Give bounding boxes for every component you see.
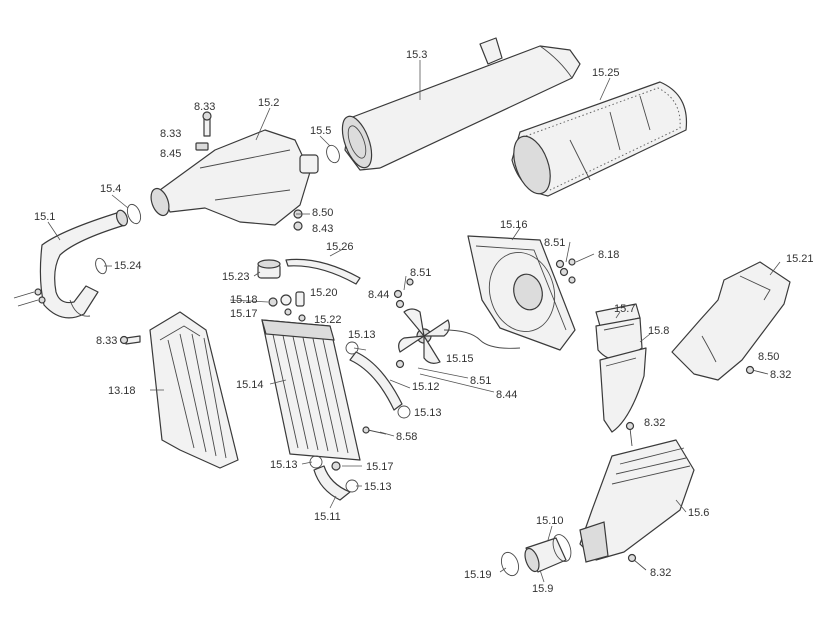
fitting-cluster — [268, 291, 306, 322]
gasket-15-24 — [95, 257, 107, 275]
bolts-fan-mount — [393, 258, 576, 369]
label-8-44-b: 8.44 — [496, 389, 517, 401]
label-15-4: 15.4 — [100, 183, 121, 195]
label-15-13-c: 15.13 — [270, 459, 298, 471]
label-15-13-b: 15.13 — [414, 407, 442, 419]
label-15-3: 15.3 — [406, 49, 427, 61]
label-8-33-c: 8.33 — [96, 335, 117, 347]
label-15-10: 15.10 — [536, 515, 564, 527]
bolt-8-33-grille — [119, 335, 141, 345]
label-8-45: 8.45 — [160, 148, 181, 160]
label-15-19: 15.19 — [464, 569, 492, 581]
label-8-58: 8.58 — [396, 431, 417, 443]
label-15-20: 15.20 — [310, 287, 338, 299]
radiator-grille-part — [149, 311, 239, 469]
label-15-1: 15.1 — [34, 211, 55, 223]
label-15-23: 15.23 — [222, 271, 250, 283]
label-15-26: 15.26 — [326, 241, 354, 253]
air-box-part — [579, 439, 695, 563]
fan-shroud-part — [467, 235, 576, 351]
label-8-32-b: 8.32 — [644, 417, 665, 429]
label-8-33-b: 8.33 — [160, 128, 181, 140]
clamp-15-19 — [500, 551, 520, 577]
hose-15-26 — [285, 258, 361, 285]
label-15-18: 15.18 — [230, 294, 258, 306]
gasket-15-5 — [326, 144, 340, 164]
label-15-17-a: 15.17 — [230, 308, 258, 320]
label-15-12: 15.12 — [412, 381, 440, 393]
screw-8-58 — [362, 426, 387, 435]
label-8-43: 8.43 — [312, 223, 333, 235]
label-8-33-a: 8.33 — [194, 101, 215, 113]
label-15-8: 15.8 — [648, 325, 669, 337]
label-15-13-a: 15.13 — [348, 329, 376, 341]
leader-lines — [47, 60, 781, 583]
label-15-2: 15.2 — [258, 97, 279, 109]
nut-8-45 — [195, 142, 209, 151]
label-15-16: 15.16 — [500, 219, 528, 231]
label-15-14: 15.14 — [236, 379, 264, 391]
label-15-21: 15.21 — [786, 253, 814, 265]
label-8-32-c: 8.32 — [650, 567, 671, 579]
label-8-44-a: 8.44 — [368, 289, 389, 301]
radiator-part — [261, 319, 361, 461]
part-labels: 15.3 15.25 15.2 8.33 8.33 8.45 15.5 15.4… — [34, 49, 814, 595]
clamp-15-13-b — [397, 405, 411, 419]
label-15-13-d: 15.13 — [364, 481, 392, 493]
heat-shield-part — [511, 81, 688, 197]
label-13-18: 13.18 — [108, 385, 136, 397]
label-15-9: 15.9 — [532, 583, 553, 595]
muffler-part — [341, 37, 581, 171]
intake-rubber-part — [524, 534, 572, 573]
label-15-25: 15.25 — [592, 67, 620, 79]
label-8-50-a: 8.50 — [312, 207, 333, 219]
label-15-22: 15.22 — [314, 314, 342, 326]
label-15-15: 15.15 — [446, 353, 474, 365]
label-15-17-b: 15.17 — [366, 461, 394, 473]
label-15-5: 15.5 — [310, 125, 331, 137]
air-duct-part — [595, 303, 647, 433]
side-cover-part — [671, 261, 791, 381]
label-15-11: 15.11 — [314, 511, 341, 523]
label-8-32-a: 8.32 — [770, 369, 791, 381]
label-8-18: 8.18 — [598, 249, 619, 261]
exhaust-pipe-part — [150, 129, 319, 226]
header-pipe-part — [39, 209, 129, 319]
radiator-cap-15-23 — [257, 259, 281, 279]
hose-15-12 — [349, 351, 403, 411]
label-15-24: 15.24 — [114, 260, 142, 272]
bolt-8-33-upper — [202, 111, 212, 137]
plug-15-17-b — [331, 461, 341, 471]
label-15-7: 15.7 — [614, 303, 635, 315]
gasket-15-4 — [126, 203, 142, 225]
label-8-50-b: 8.50 — [758, 351, 779, 363]
fan-part — [398, 308, 521, 364]
label-8-51-b: 8.51 — [410, 267, 431, 279]
bolt-8-32-upper — [625, 421, 635, 447]
label-15-6: 15.6 — [688, 507, 709, 519]
label-8-51-c: 8.51 — [470, 375, 491, 387]
bolt-8-32-lower — [627, 553, 647, 571]
clamp-15-13-a — [345, 341, 359, 355]
bolt-8-50-upper — [293, 209, 303, 231]
header-studs — [13, 288, 46, 307]
bolt-8-32-right — [745, 365, 769, 375]
label-8-51-a: 8.51 — [544, 237, 565, 249]
hose-15-11 — [313, 465, 351, 501]
